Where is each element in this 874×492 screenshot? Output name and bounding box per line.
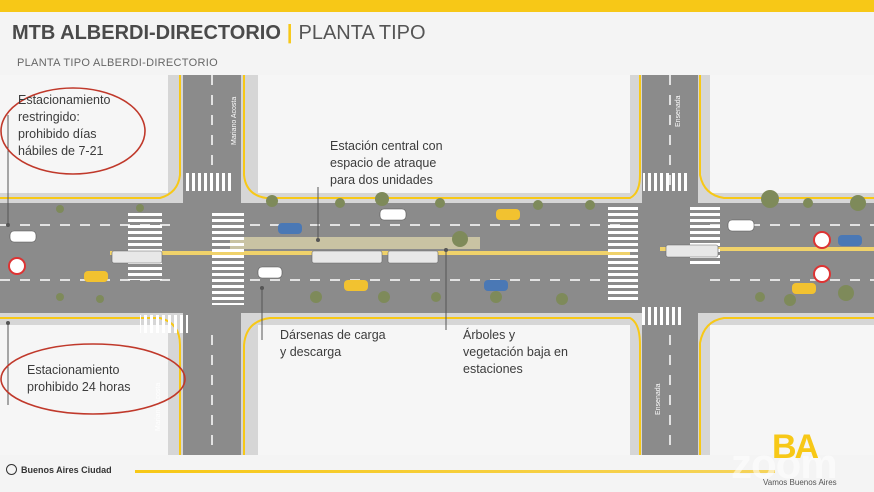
top-accent-bar bbox=[0, 0, 874, 12]
slide-subtitle: PLANTA TIPO ALBERDI-DIRECTORIO bbox=[17, 57, 218, 69]
ba-logo: BA bbox=[772, 428, 819, 466]
zoom-watermark: zoom bbox=[731, 440, 838, 487]
note-parking-restricted: Estacionamiento restringido: prohibido d… bbox=[18, 93, 111, 158]
street-label-left-top: Mariano Acosta bbox=[231, 97, 238, 145]
title-light: PLANTA TIPO bbox=[298, 22, 426, 44]
street-label-right-top: Ensenada bbox=[675, 95, 682, 127]
note-parking-prohibited: Estacionamiento prohibido 24 horas bbox=[27, 363, 131, 394]
vehicles bbox=[9, 208, 862, 294]
note-central-station: Estación central con espacio de atraque … bbox=[330, 139, 443, 187]
title-bold: MTB ALBERDI-DIRECTORIO bbox=[12, 22, 281, 44]
central-station bbox=[230, 237, 480, 249]
street-label-left-bottom: Mariano Acosta bbox=[155, 383, 162, 431]
street-plan: Mariano Acosta Mariano Acosta Ensenada E… bbox=[0, 75, 874, 455]
trees bbox=[56, 190, 866, 306]
slide-title: MTB ALBERDI-DIRECTORIO|PLANTA TIPO bbox=[12, 22, 426, 45]
note-trees: Árboles y vegetación baja en estaciones bbox=[463, 328, 568, 376]
title-separator: | bbox=[286, 22, 293, 44]
note-loading-docks: Dársenas de carga y descarga bbox=[280, 328, 386, 359]
highlight-circle-bottom bbox=[0, 343, 186, 415]
highlight-circle-top bbox=[0, 87, 146, 175]
ba-tagline: Vamos Buenos Aires bbox=[763, 478, 837, 487]
footer-brand: Buenos Aires Ciudad bbox=[6, 464, 112, 475]
ba-city-icon bbox=[6, 464, 17, 475]
street-label-right-bottom: Ensenada bbox=[655, 383, 662, 415]
footer-line bbox=[135, 470, 775, 473]
